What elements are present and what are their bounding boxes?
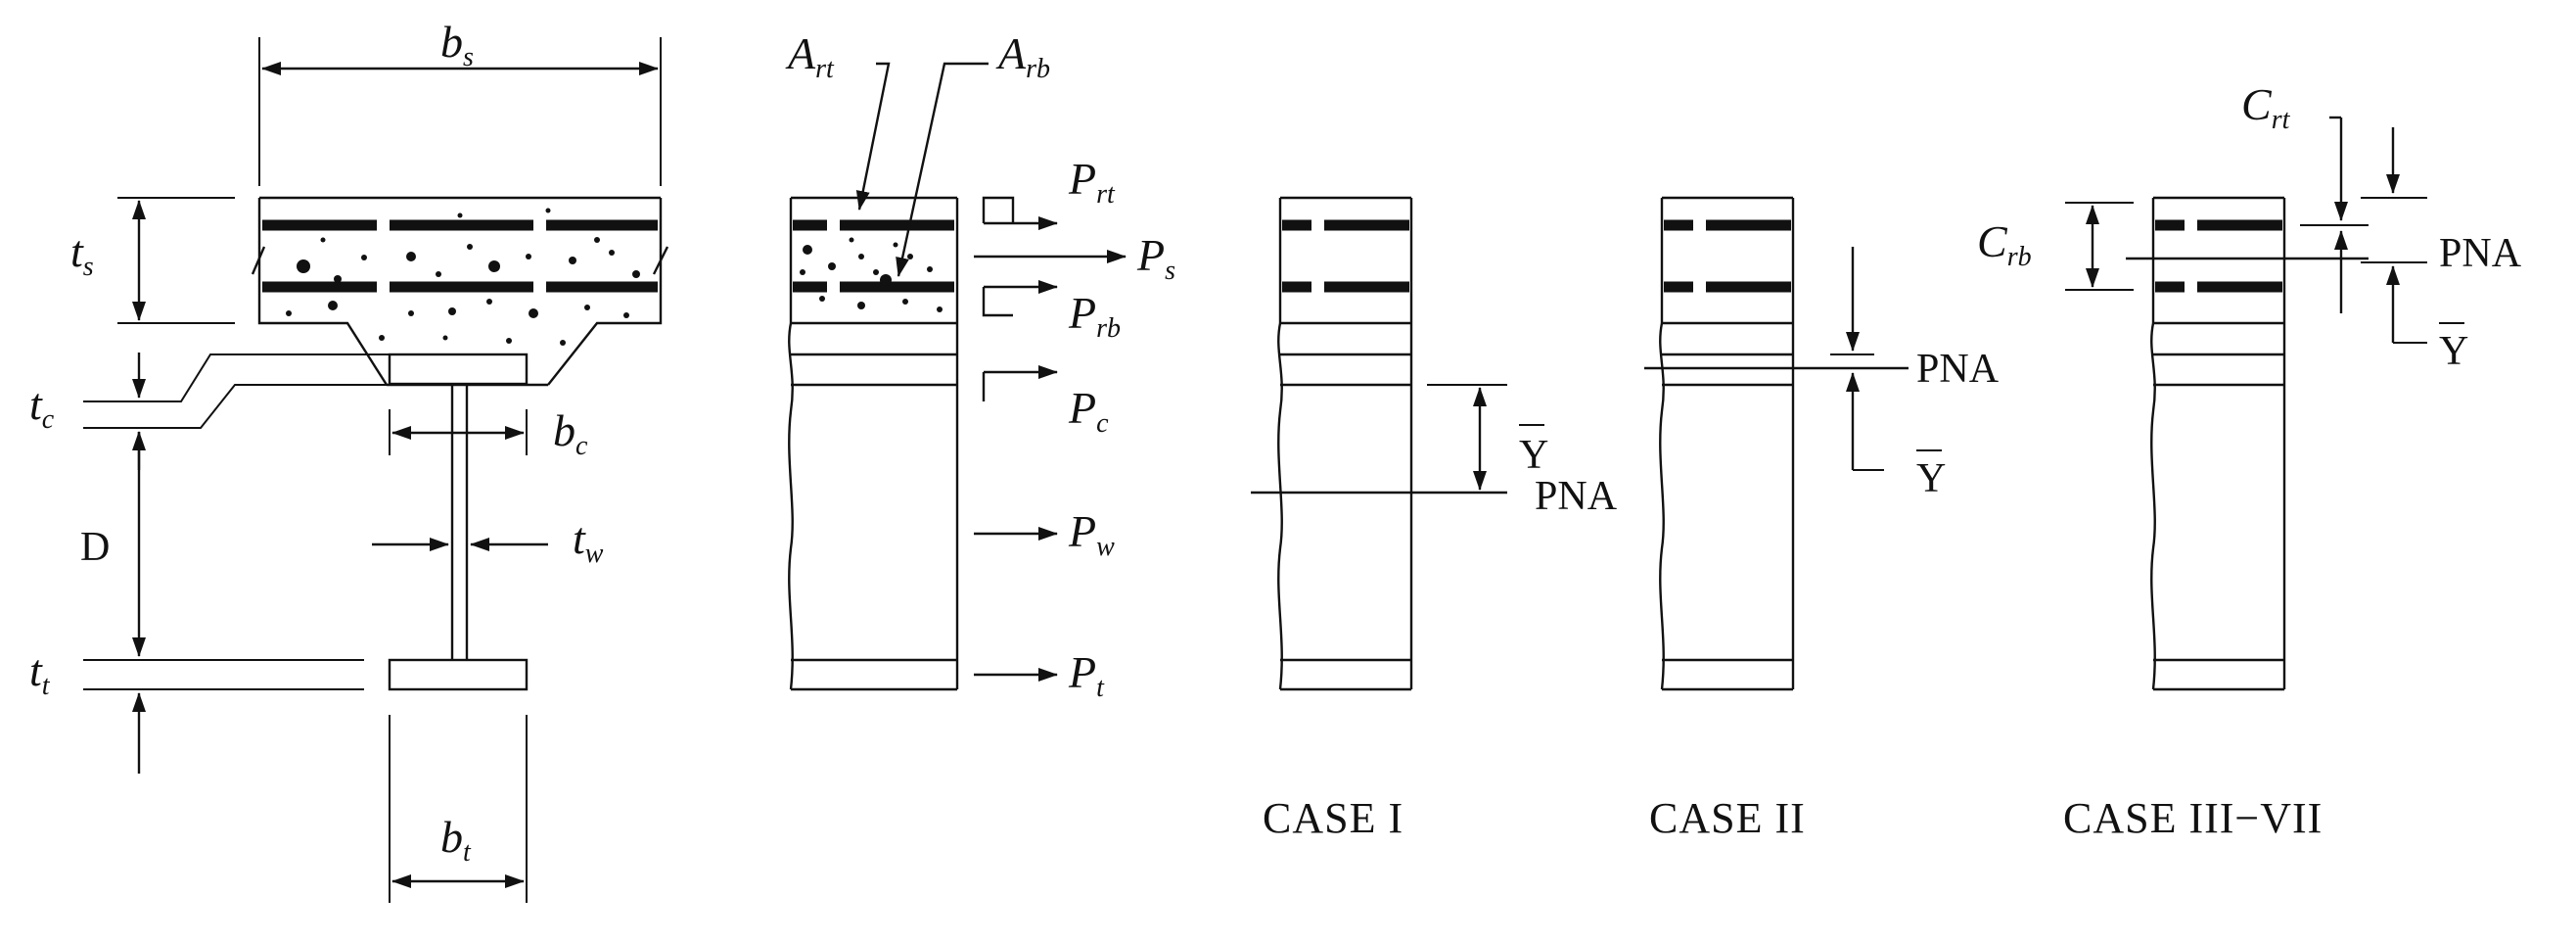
- force-aggregate: [800, 237, 943, 312]
- case2-title: CASE II: [1649, 794, 1806, 842]
- label-Arb: Arb: [995, 28, 1050, 84]
- case3-ybar-label: Y: [2439, 329, 2468, 374]
- Arb-arrow: [896, 62, 989, 277]
- case-1-diagram: Y PNA CASE I: [1251, 196, 1618, 842]
- label-Prb: Prb: [1068, 288, 1121, 344]
- case1-title: CASE I: [1263, 794, 1403, 842]
- Prt-bracket: [982, 196, 1015, 223]
- force-diagram: Art Arb Prt Ps Prb Pc Pw Pt: [785, 28, 1175, 703]
- case1-left: [1277, 198, 1283, 690]
- case3-left: [2150, 198, 2156, 690]
- label-bt: bt: [440, 812, 472, 868]
- label-Crb: Crb: [1977, 216, 2032, 272]
- label-ts: ts: [70, 226, 94, 282]
- label-Pc: Pc: [1068, 383, 1109, 439]
- top-flange: [388, 353, 529, 386]
- Art-arrow: [855, 62, 891, 211]
- case1-ybar-label: Y: [1519, 433, 1548, 478]
- slab-break-right: [652, 246, 669, 275]
- label-Crt: Crt: [2241, 79, 2291, 135]
- label-Pt: Pt: [1068, 647, 1105, 703]
- bottom-flange: [388, 658, 529, 691]
- case3-pna-label: PNA: [2439, 231, 2522, 276]
- tc-ext-top: [83, 353, 390, 402]
- label-tw: tw: [573, 513, 604, 569]
- case3-title: CASE III−VII: [2063, 794, 2323, 842]
- case1-pna-label: PNA: [1535, 474, 1618, 519]
- Prb-bracket: [982, 287, 1013, 317]
- label-Art: Art: [785, 28, 835, 84]
- label-Ps: Ps: [1136, 230, 1175, 286]
- case2-pna-label: PNA: [1916, 347, 2000, 392]
- case2-left: [1659, 198, 1665, 690]
- slab-break-left: [251, 246, 266, 275]
- label-Pw: Pw: [1068, 506, 1115, 562]
- case-2-diagram: Y PNA CASE II: [1644, 196, 2000, 842]
- label-bc: bc: [553, 405, 588, 461]
- strip-left-wavy: [788, 198, 794, 690]
- tc-ext-bottom: [83, 384, 387, 429]
- label-Prt: Prt: [1068, 154, 1116, 210]
- case2-ybar-label: Y: [1916, 456, 1946, 501]
- label-tt: tt: [29, 645, 51, 701]
- cross-section: bs ts tc bc D tw tt bt: [29, 17, 669, 903]
- case-3-7-diagram: Y PNA Crt Crb CASE III−VII: [1977, 79, 2522, 842]
- label-D: D: [80, 525, 110, 570]
- label-bs: bs: [440, 17, 474, 72]
- concrete-aggregate: [286, 208, 640, 346]
- label-tc: tc: [29, 379, 55, 435]
